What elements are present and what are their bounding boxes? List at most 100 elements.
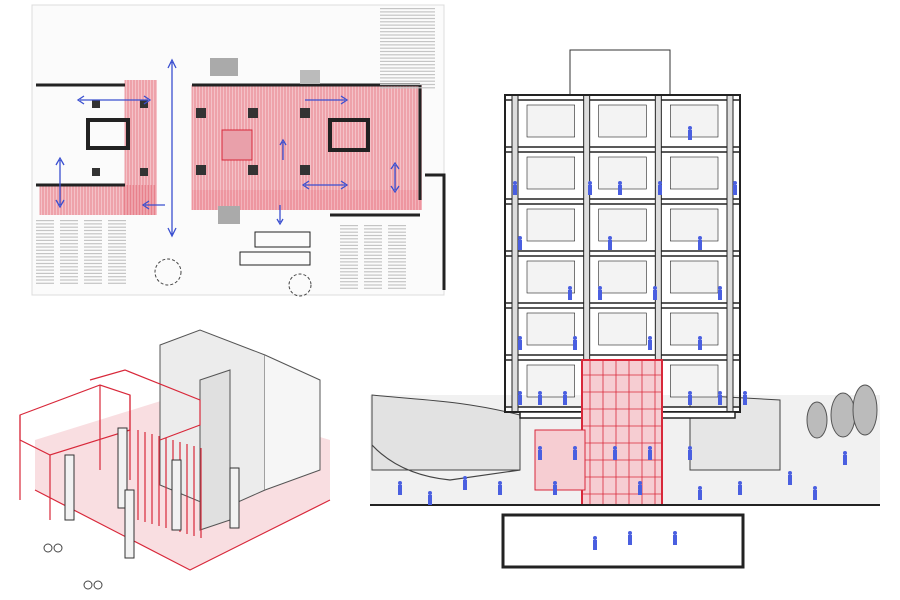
red-annex (534, 429, 586, 491)
axo-volumes (159, 329, 321, 531)
plan-note-line (36, 233, 54, 235)
plan-walls (36, 83, 446, 290)
plan-note-line (84, 262, 102, 265)
plan-note-line (364, 244, 382, 246)
plan-note-line (340, 228, 358, 230)
plan-note-line (364, 271, 382, 273)
plan-note-line (380, 57, 435, 59)
plan-note-line (84, 249, 102, 251)
plan-note-line (364, 267, 382, 270)
plan-note-line (380, 14, 435, 16)
person-icon (738, 485, 742, 495)
plan-note-line (388, 234, 406, 237)
plan-note-line (84, 259, 102, 261)
plan-note-line (380, 21, 435, 23)
plan-note-line (84, 266, 102, 268)
plan-note-line (108, 259, 126, 261)
person-icon (518, 340, 522, 350)
plan-note-line (340, 248, 358, 250)
person-icon (613, 446, 617, 450)
plan-note-line (60, 279, 78, 281)
plan-note-line (36, 253, 54, 255)
floor-slab (504, 250, 741, 257)
plan-columns (86, 58, 370, 224)
plan-note-line (364, 277, 382, 279)
person-icon (618, 181, 622, 185)
plan-note-line (108, 269, 126, 271)
plan-note-line (340, 238, 358, 240)
person-icon (733, 181, 737, 185)
plan-note-line (36, 256, 54, 258)
plan-note-line (364, 251, 382, 253)
person-icon (813, 490, 817, 500)
plan-note-line (108, 246, 126, 248)
plan-note-line (60, 259, 78, 261)
ceiling-panel (526, 208, 575, 242)
plan-note-line (60, 233, 78, 235)
person-icon (718, 395, 722, 405)
person-icon (553, 485, 557, 495)
plan-note-line (84, 256, 102, 258)
person-icon (593, 540, 597, 550)
site-plan-sketch (31, 4, 446, 297)
plan-note-line (364, 258, 382, 260)
plan-note-line (84, 239, 102, 241)
person-icon (743, 395, 747, 405)
plan-note-line (380, 34, 435, 36)
plan-note-line (388, 231, 406, 233)
plan-note-line (388, 251, 406, 253)
people (398, 126, 847, 550)
atrium-grid (582, 360, 662, 505)
plan-note-line (340, 254, 358, 256)
plan-note-line (36, 246, 54, 248)
person-icon (698, 340, 702, 350)
plan-note-line (84, 269, 102, 271)
person-icon (648, 450, 652, 460)
ceiling-panel (670, 104, 719, 138)
person-icon (653, 290, 657, 300)
plan-note-line (108, 282, 126, 284)
plan-note-line (60, 236, 78, 238)
plan-note-line (60, 239, 78, 241)
plan-note-line (340, 231, 358, 233)
person-icon (463, 480, 467, 490)
person-icon (518, 395, 522, 405)
person-icon (788, 475, 792, 485)
plan-note-line (388, 277, 406, 279)
plan-note-line (364, 284, 382, 286)
plan-note-line (36, 243, 54, 245)
person-icon (428, 495, 432, 505)
plan-note-line (108, 256, 126, 258)
person-icon (518, 336, 522, 340)
plan-note-line (388, 225, 406, 227)
person-icon (568, 290, 572, 300)
plan-note-line (340, 241, 358, 243)
person-icon (593, 536, 597, 540)
floor-slab (504, 146, 741, 153)
ceiling-panel (526, 156, 575, 190)
plan-note-line (364, 287, 382, 289)
person-icon (658, 185, 662, 195)
plan-note-line (36, 282, 54, 284)
plan-note-line (108, 266, 126, 268)
person-icon (648, 446, 652, 450)
plan-note-line (36, 272, 54, 274)
plan-note-line (380, 41, 435, 43)
axo-frame (19, 385, 131, 520)
plan-note-line (388, 228, 406, 230)
plan-note-line (84, 226, 102, 228)
plan-note-line (388, 241, 406, 243)
plan-note-line (60, 253, 78, 255)
plan-note-line (388, 238, 406, 240)
ceiling-panel (670, 260, 719, 294)
movement-arrows (55, 58, 400, 238)
plan-note-line (84, 272, 102, 274)
plan-note-line (36, 226, 54, 228)
plan-note-line (388, 264, 406, 266)
plan-note-line (36, 220, 54, 222)
ceiling-panel (526, 260, 575, 294)
plan-note-line (364, 231, 382, 233)
person-icon (638, 481, 642, 485)
person-icon (518, 240, 522, 250)
plan-note-line (380, 87, 435, 89)
